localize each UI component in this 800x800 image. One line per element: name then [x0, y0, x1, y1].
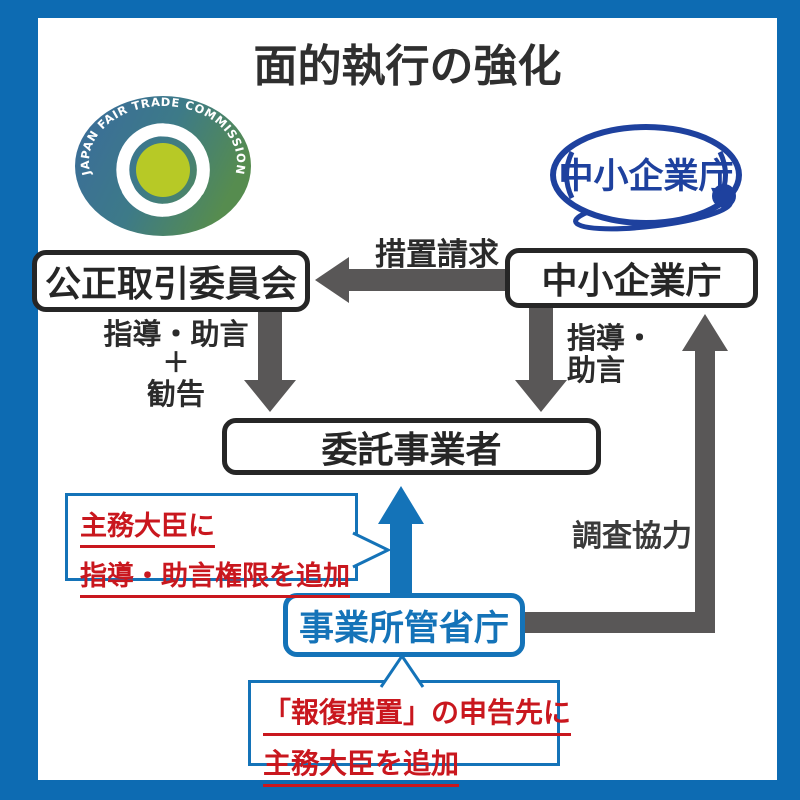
callout-retaliation-report: 「報復措置」の申告先に 主務大臣を追加 [248, 680, 572, 787]
label-guidance-advice-recommendation: 指導・助言 ＋ 勧告 [93, 319, 259, 409]
box-sme-agency: 中小企業庁 [505, 248, 758, 308]
label-investigation-cooperation: 調査協力 [572, 519, 692, 554]
callout-left-line-2: 指導・助言権限を追加 [80, 554, 350, 598]
label-advice-line: 助言 [567, 353, 626, 387]
sme-agency-logo: 中小企業庁 [550, 124, 742, 232]
label-measure-request: 措置請求 [375, 237, 499, 273]
sme-logo-oval [550, 124, 742, 226]
page-title: 面的執行の強化 [253, 41, 562, 92]
box-sme-agency-label: 中小企業庁 [541, 261, 722, 302]
label-plus-line: ＋ [162, 348, 190, 379]
label-guidance-line: 指導・ [567, 321, 655, 355]
callout-bottom-line-1: 「報復措置」の申告先に [263, 691, 572, 736]
sme-logo-text: 中小企業庁 [558, 156, 733, 197]
label-recommendation-line: 勧告 [146, 377, 205, 411]
sme-logo-left-paren [564, 150, 575, 200]
jftc-logo-center-circle [136, 143, 190, 197]
box-fair-trade-commission: 公正取引委員会 [32, 250, 310, 312]
box-supervising-ministry-label: 事業所管省庁 [298, 608, 509, 649]
jftc-logo-swirl [116, 123, 210, 217]
callout-bottom-line-2: 主務大臣を追加 [263, 742, 460, 787]
callout-left-line-1: 主務大臣に [80, 504, 215, 548]
callout-minister-guidance-authority: 主務大臣に 指導・助言権限を追加 [65, 493, 358, 598]
box-contracted-business: 委託事業者 [222, 418, 601, 475]
box-supervising-ministry: 事業所管省庁 [283, 593, 525, 657]
sme-logo-dot [712, 184, 736, 208]
box-fair-trade-commission-label: 公正取引委員会 [44, 264, 297, 305]
box-contracted-business-label: 委託事業者 [321, 429, 502, 471]
label-guidance-advice-right: 指導・ 助言 [567, 322, 654, 386]
label-guidance-advice-line: 指導・助言 [103, 317, 249, 351]
jftc-logo: JAPAN FAIR TRADE COMMISSION [75, 95, 251, 236]
